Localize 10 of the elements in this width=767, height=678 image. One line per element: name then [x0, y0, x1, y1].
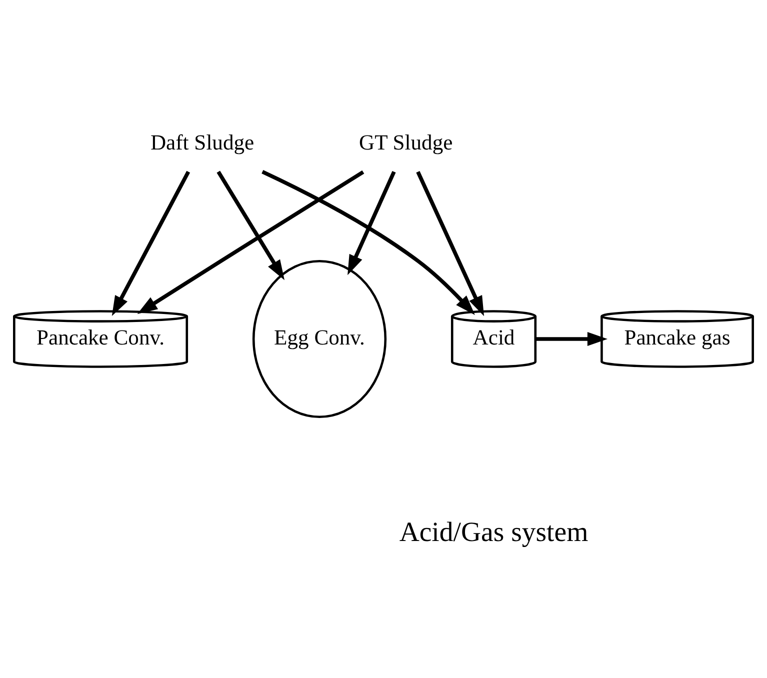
- arrow: [216, 170, 284, 280]
- label: Acid/Gas system: [399, 516, 588, 548]
- arrow: [416, 170, 484, 316]
- arrow: [348, 170, 396, 276]
- arrow: [112, 170, 190, 316]
- arrow: [536, 332, 608, 346]
- arrow: [137, 170, 364, 314]
- node-text: Daft Sludge: [150, 130, 254, 155]
- node-text: GT Sludge: [359, 130, 453, 155]
- arrow: [262, 170, 475, 315]
